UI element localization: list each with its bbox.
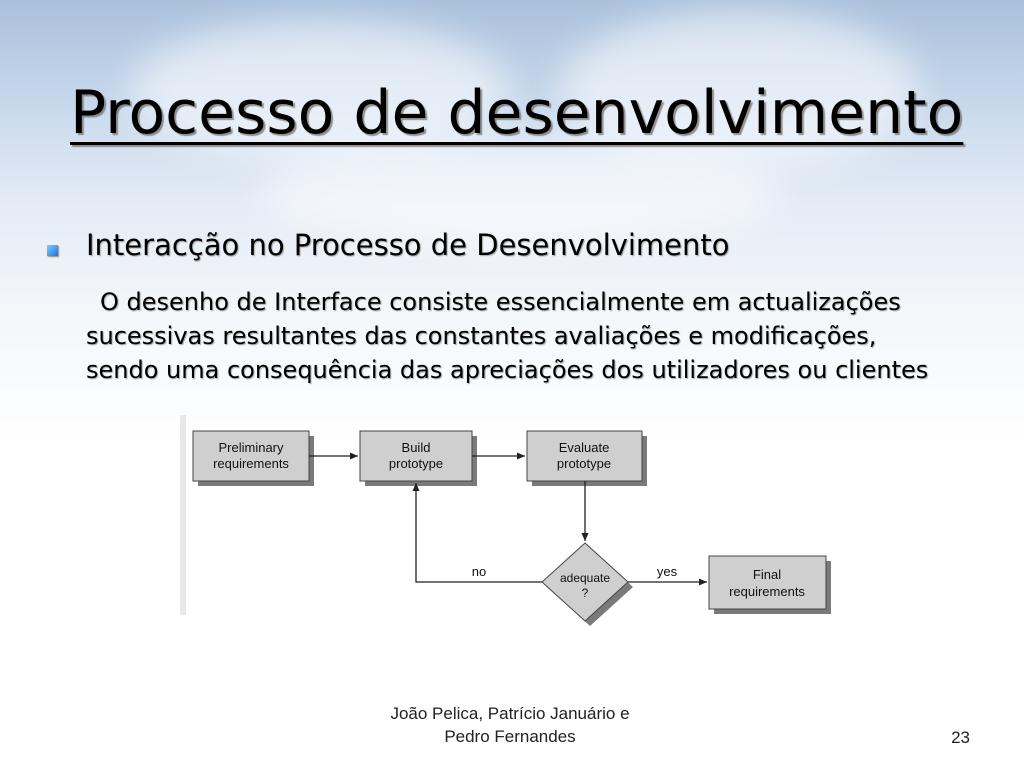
node-build-line1: Build: [402, 440, 431, 455]
bullet-square-icon: [47, 245, 58, 256]
slide-page-number: 23: [951, 728, 970, 747]
node-build-line2: prototype: [389, 456, 443, 471]
node-final-line2: requirements: [729, 584, 805, 599]
edge-label-no: no: [472, 564, 486, 579]
edge-label-yes: yes: [657, 564, 678, 579]
node-decision-line1: adequate: [560, 571, 610, 585]
edge-decision-no-to-build: [412, 483, 542, 583]
prototyping-flowchart: Preliminary requirements Build prototype…: [180, 415, 831, 626]
footer-author-line2: Pedro Fernandes: [444, 727, 576, 746]
body-paragraph: O desenho de Interface consiste essencia…: [86, 285, 956, 387]
node-adequate-decision: adequate ?: [541, 542, 633, 626]
node-preliminary-line2: requirements: [213, 456, 289, 471]
bullet-heading: Interacção no Processo de Desenvolviment…: [86, 228, 730, 262]
node-evaluate-line1: Evaluate: [559, 440, 610, 455]
slide-title: Processo de desenvolvimento: [70, 78, 964, 148]
node-preliminary-requirements: Preliminary requirements: [192, 430, 314, 486]
node-build-prototype: Build prototype: [359, 430, 477, 486]
footer-author: João Pelica, Patrício Januário e Pedro F…: [360, 702, 660, 748]
node-evaluate-prototype: Evaluate prototype: [526, 430, 647, 486]
node-evaluate-line2: prototype: [557, 456, 611, 471]
body-paragraph-text: O desenho de Interface consiste essencia…: [86, 288, 929, 384]
node-preliminary-line1: Preliminary: [218, 440, 284, 455]
node-final-requirements: Final requirements: [708, 555, 831, 614]
node-final-line1: Final: [753, 567, 781, 582]
node-decision-line2: ?: [582, 586, 589, 600]
footer-author-line1: João Pelica, Patrício Januário e: [390, 704, 630, 723]
